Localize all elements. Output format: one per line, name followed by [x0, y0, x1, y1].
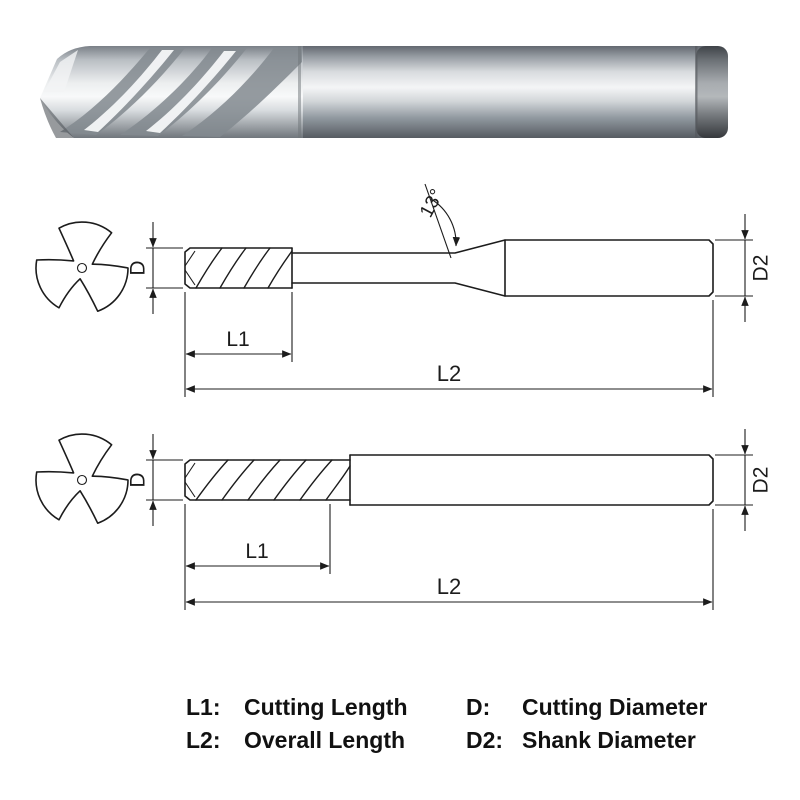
- legend-key-l1: L1:: [186, 694, 221, 720]
- flute-line: [267, 250, 293, 289]
- tip-shadow: [40, 98, 74, 138]
- flute-outline: [184, 459, 351, 501]
- cap-seam: [695, 46, 698, 138]
- flute-line: [195, 247, 223, 289]
- center-hole: [76, 474, 88, 486]
- angle-label: 13°: [416, 186, 448, 221]
- shank-outline: [349, 454, 714, 506]
- flute-line: [247, 459, 281, 501]
- end-view-outline: [35, 433, 129, 524]
- dim-L2: L2: [184, 509, 714, 610]
- end-view: [35, 221, 129, 312]
- legend-key-d2: D2:: [466, 727, 504, 753]
- legend-key-l2: L2:: [186, 727, 221, 753]
- angle-arc-arrow: [430, 198, 461, 247]
- legend-key-d: D:: [466, 694, 491, 720]
- dim-D2: D2: [715, 429, 773, 531]
- drawing-long-flute: D L1 L2 D2: [35, 429, 773, 610]
- flute-line: [243, 247, 271, 289]
- legend-value-l2: Overall Length: [244, 727, 406, 753]
- l1-label: L1: [226, 328, 249, 351]
- flute-line: [219, 247, 247, 289]
- side-view: [184, 239, 714, 297]
- l2-label: L2: [437, 574, 461, 599]
- dim-L1: L1: [184, 292, 293, 362]
- dim-D: D: [127, 434, 183, 526]
- drawing-short-flute: 13° D L1 L2: [35, 183, 773, 397]
- dim-D: D: [127, 222, 183, 314]
- d-label: D: [127, 260, 150, 275]
- flute-line: [299, 459, 333, 501]
- endmill-photo: [40, 46, 728, 138]
- legend: L1: Cutting Length D: Cutting Diameter L…: [186, 694, 707, 754]
- tip-teeth: [184, 462, 196, 498]
- d-label: D: [127, 472, 150, 487]
- tip-teeth: [184, 250, 196, 286]
- legend-value-d2: Shank Diameter: [522, 727, 696, 753]
- flute-valley: [182, 48, 302, 137]
- d2-label: D2: [750, 467, 773, 494]
- flute-line: [273, 459, 307, 501]
- flute-shank-seam: [298, 46, 301, 138]
- legend-value-l1: Cutting Length: [244, 694, 408, 720]
- angle-reference-line: [424, 183, 452, 259]
- end-view: [35, 433, 129, 524]
- l1-label: L1: [245, 540, 268, 563]
- legend-value-d: Cutting Diameter: [522, 694, 708, 720]
- dim-L2: L2: [184, 300, 714, 397]
- dim-D2: D2: [715, 214, 773, 322]
- flute-outline: [184, 247, 293, 289]
- flute-line: [195, 459, 229, 501]
- dim-L1: L1: [184, 504, 331, 574]
- shank-end-cap: [696, 46, 728, 138]
- neck-and-shank-outline: [291, 239, 714, 297]
- angle-annotation: 13°: [416, 183, 461, 259]
- tip-highlight: [44, 50, 78, 92]
- center-hole: [76, 262, 88, 274]
- l2-label: L2: [437, 361, 461, 386]
- flute-line: [325, 465, 351, 501]
- flute-highlight: [146, 51, 236, 133]
- d2-label: D2: [750, 255, 773, 282]
- shank-photo: [298, 46, 714, 138]
- side-view: [184, 454, 714, 506]
- flute-line: [221, 459, 255, 501]
- end-view-outline: [35, 221, 129, 312]
- flute-highlight: [84, 50, 174, 132]
